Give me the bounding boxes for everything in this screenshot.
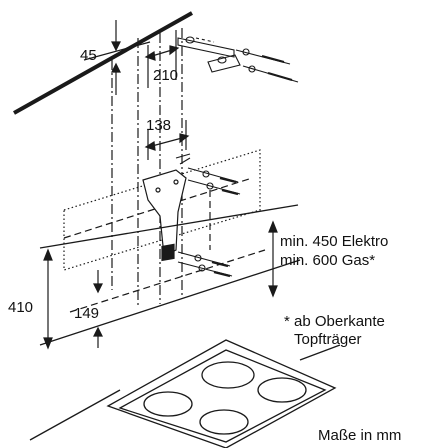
mount-width-label: 138 — [146, 117, 171, 134]
mounting-plate — [142, 169, 187, 262]
footnote-line-1: * ab Oberkante — [284, 313, 385, 330]
height-dimension — [43, 248, 103, 350]
chimney-outline — [111, 28, 183, 308]
cooktop-burners — [143, 361, 307, 435]
ceiling-gap-label: 45 — [80, 47, 97, 64]
min-height-dimension — [268, 220, 278, 298]
units-label: Maße in mm — [318, 427, 401, 444]
height-range-label: 410 — [8, 299, 33, 316]
footnote-line-2: Topfträger — [294, 331, 362, 348]
wall-dashed-frame — [63, 177, 266, 313]
bracket-spacing-label: 210 — [153, 67, 178, 84]
mount-width-dimension — [144, 120, 190, 160]
bracket-spacing-dimension — [144, 30, 180, 88]
hood-lower-edge — [39, 204, 301, 346]
ceiling-gap-dimension — [83, 20, 151, 95]
min-electric-label: min. 450 Elektro — [280, 233, 388, 250]
min-gas-label: min. 600 Gas* — [280, 252, 375, 269]
cooktop — [29, 339, 341, 448]
plate-screws — [175, 153, 241, 278]
top-brackets — [177, 36, 299, 83]
offset-label: 149 — [74, 305, 99, 322]
ceiling — [13, 11, 193, 115]
